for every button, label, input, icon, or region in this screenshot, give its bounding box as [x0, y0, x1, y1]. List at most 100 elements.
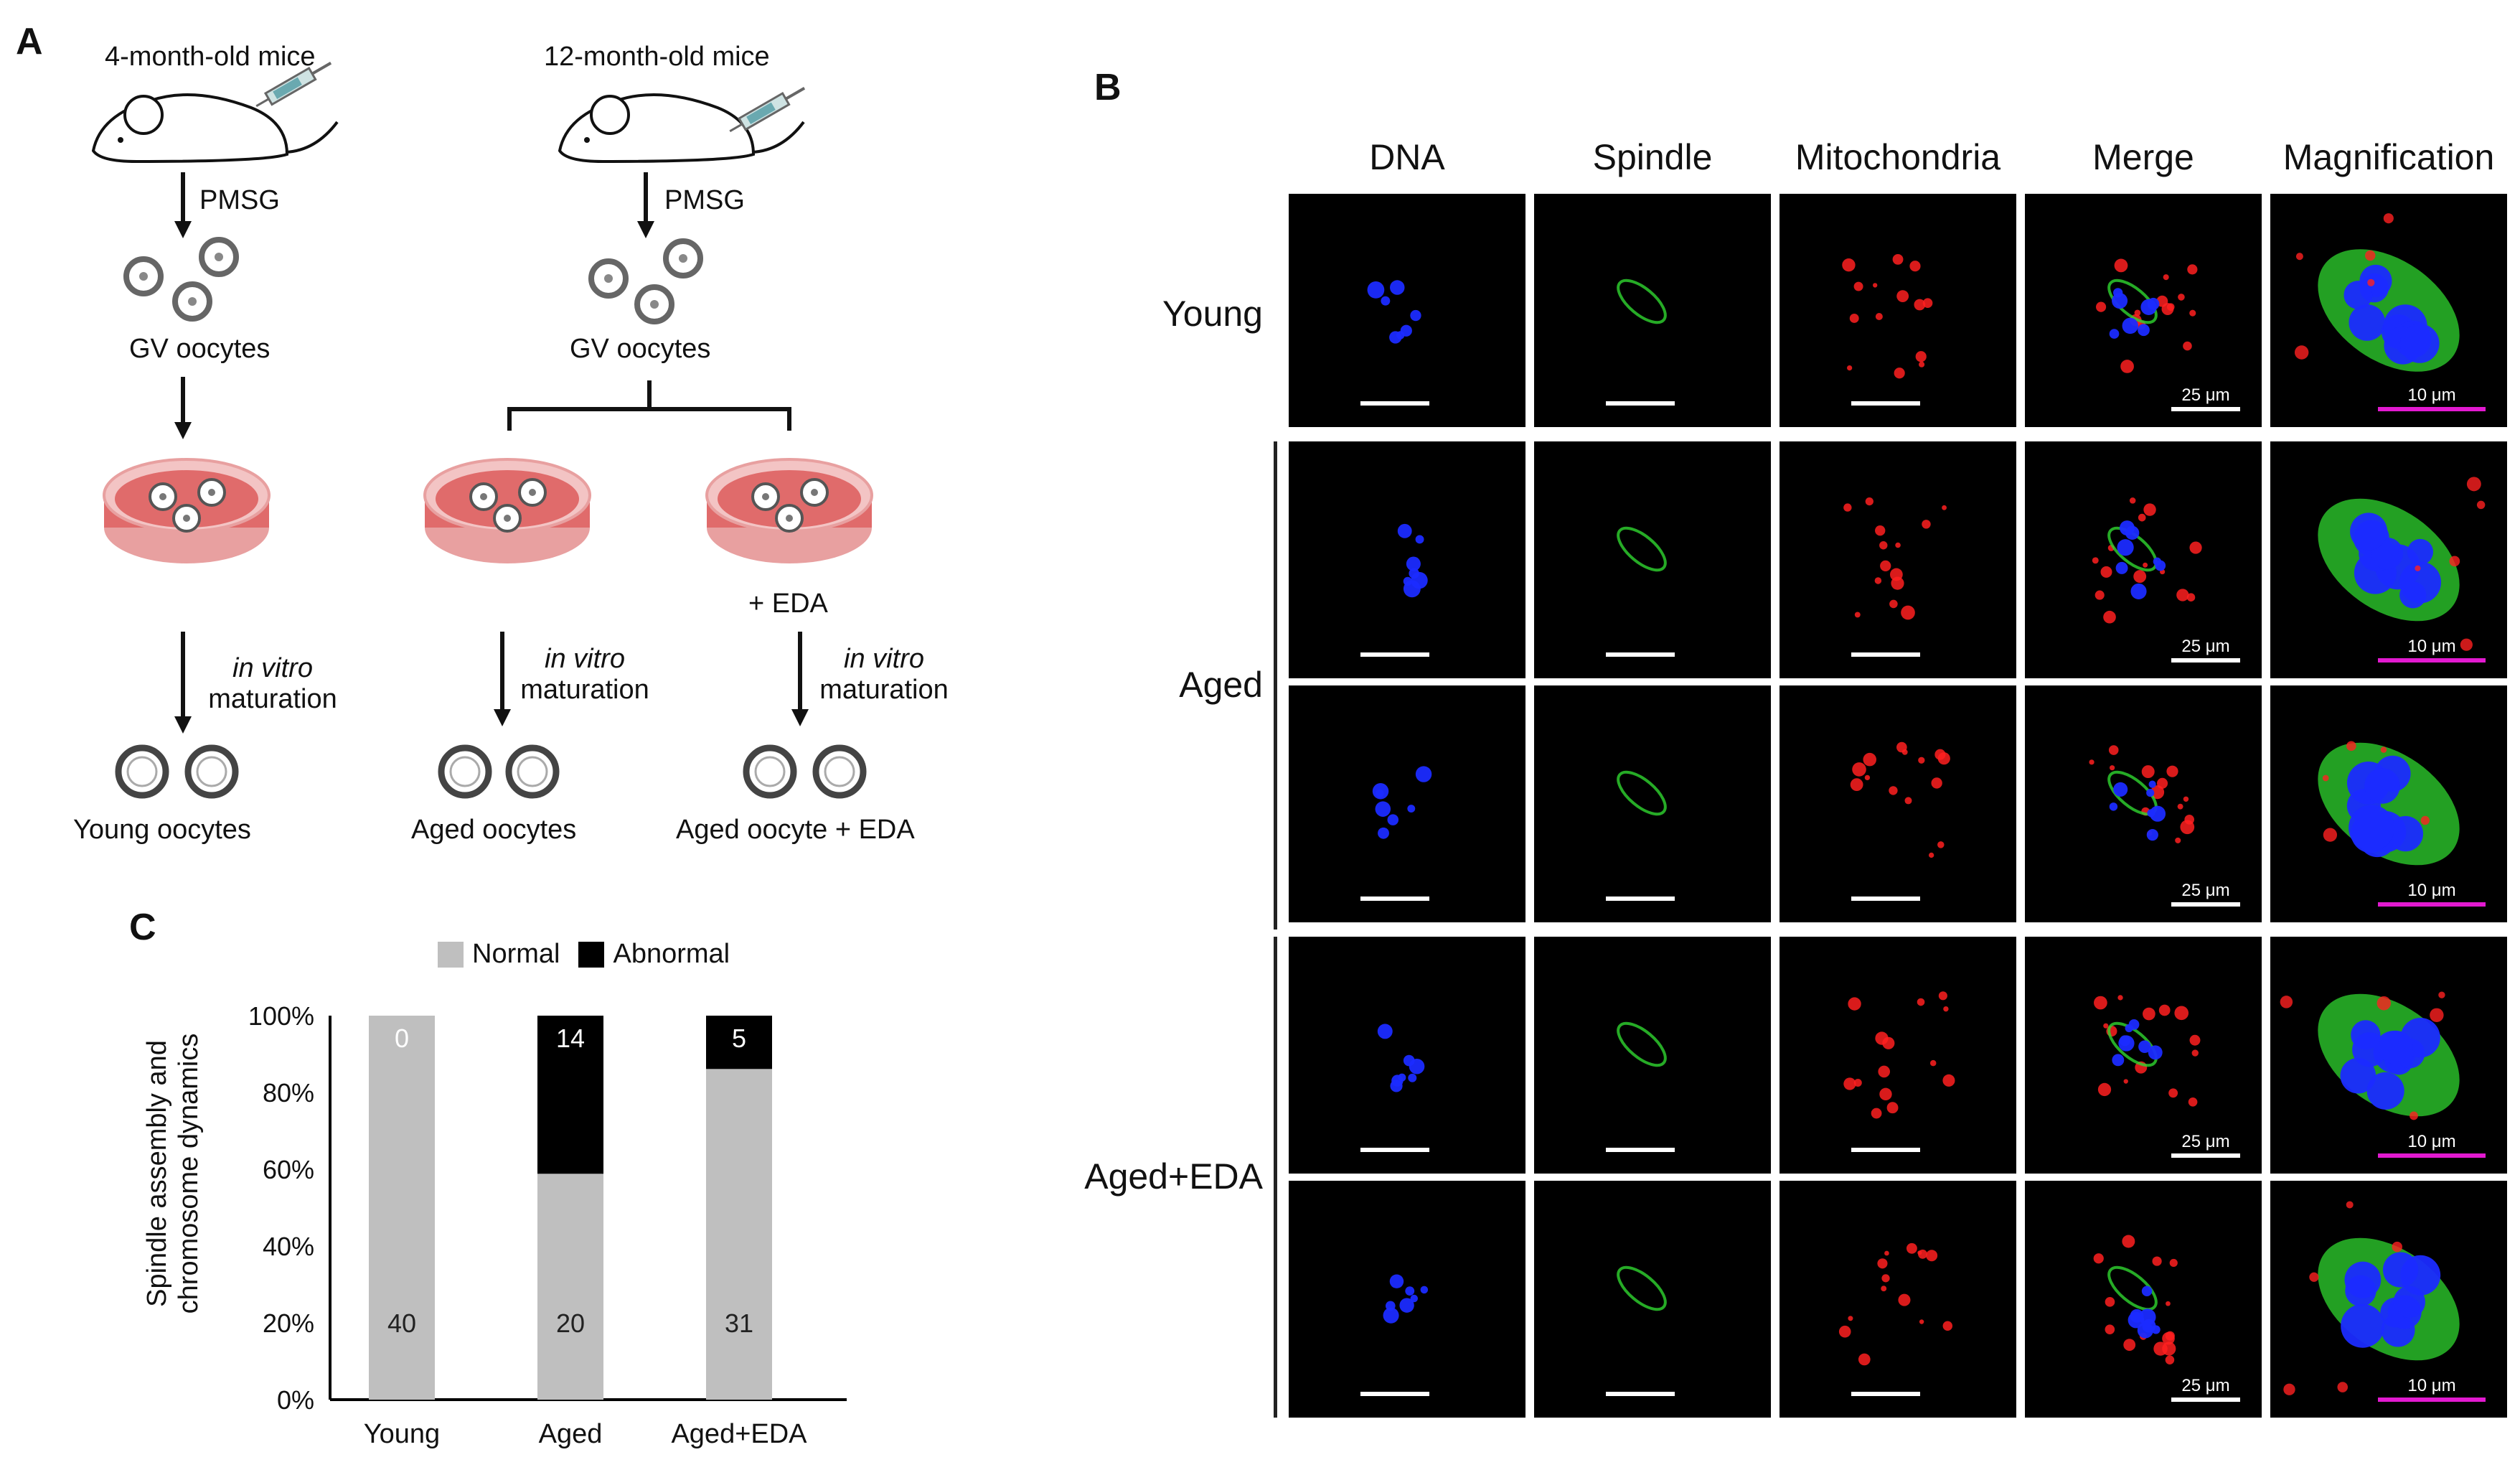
micrograph-mitochondria-row2: [1779, 441, 2016, 678]
scale-bar-line: [2171, 1153, 2240, 1158]
row-label-aged-eda: Aged+EDA: [1084, 1156, 1263, 1197]
micrograph-mitochondria-row5: [1779, 1181, 2016, 1418]
x-tick-label: Young: [364, 1419, 440, 1449]
scale-bar: 25 μm: [2171, 385, 2240, 411]
column-header-spindle: Spindle: [1592, 137, 1713, 177]
mouse-icon: [91, 93, 339, 164]
row-label-young: Young: [1162, 294, 1263, 334]
culture-dish-icon: [103, 458, 271, 563]
micrograph-merge-row4: 25 μm: [2025, 937, 2262, 1174]
bar-abnormal: [537, 1016, 603, 1174]
legend-label-normal: Normal: [472, 939, 560, 969]
micrograph-spindle-row1: [1534, 194, 1771, 427]
micrograph-magnification-row3: 10 μm: [2270, 685, 2507, 922]
syringe-icon: [729, 87, 806, 133]
scale-bar: [1606, 896, 1675, 901]
scale-bar: [1851, 1148, 1920, 1152]
ivm-label: in vitro maturation: [201, 653, 344, 715]
scale-bar: 25 μm: [2171, 637, 2240, 663]
mouse-icon: [558, 93, 805, 164]
result-label: Young oocytes: [73, 815, 251, 845]
panel-b-letter: B: [1094, 67, 1122, 108]
micrograph-spindle-row5: [1534, 1181, 1771, 1418]
culture-dish-icon: [423, 458, 591, 563]
scale-bar-label: 25 μm: [2181, 637, 2230, 656]
micrograph-dna-row5: [1289, 1181, 1525, 1418]
y-tick-label: 40%: [263, 1232, 314, 1261]
legend-label-abnormal: Abnormal: [613, 939, 730, 969]
scale-bar: 10 μm: [2378, 385, 2486, 411]
scale-bar: [1851, 401, 1920, 406]
scale-bar-line: [2378, 902, 2486, 907]
scale-bar: 25 μm: [2171, 1132, 2240, 1158]
legend-swatch-normal: [438, 941, 464, 968]
data-label-abnormal: 14: [556, 1024, 585, 1053]
column-header-mitochondria: Mitochondria: [1795, 137, 2001, 177]
micrograph-merge-row5: 25 μm: [2025, 1181, 2262, 1418]
scale-bar: [1606, 652, 1675, 657]
data-label-normal: 20: [556, 1309, 585, 1338]
micrograph-dna-row1: [1289, 194, 1525, 427]
bar-normal: [369, 1016, 435, 1400]
column-header-magnification: Magnification: [2282, 137, 2495, 177]
scale-bar-line: [2378, 407, 2486, 411]
micrograph-mitochondria-row4: [1779, 937, 2016, 1174]
scale-bar: [1606, 401, 1675, 406]
data-label-abnormal: 0: [395, 1024, 409, 1053]
gv-oocytes-icon: [588, 238, 703, 324]
mature-oocytes-icon: [743, 744, 867, 799]
scale-bar-label: 25 μm: [2181, 385, 2230, 405]
scale-bar: 10 μm: [2378, 1376, 2486, 1402]
scale-bar: [1360, 652, 1429, 657]
ivm-label: in vitro maturation: [812, 644, 956, 706]
scale-bar: 25 μm: [2171, 881, 2240, 907]
scale-bar-label: 10 μm: [2407, 385, 2456, 405]
bar-abnormal: [706, 1016, 772, 1069]
ivm-plain: maturation: [819, 675, 949, 705]
result-label: Aged oocyte + EDA: [676, 815, 915, 845]
scale-bar-label: 25 μm: [2181, 1132, 2230, 1151]
mature-oocytes-icon: [438, 744, 560, 799]
syringe-icon: [255, 62, 332, 108]
data-label-normal: 31: [725, 1309, 753, 1338]
micrograph-magnification-row5: 10 μm: [2270, 1181, 2507, 1418]
row-label-aged: Aged: [1179, 665, 1263, 705]
data-label-abnormal: 5: [732, 1024, 746, 1053]
micrograph-mitochondria-row3: [1779, 685, 2016, 922]
panel-c-letter: C: [129, 907, 156, 948]
mature-oocytes-icon: [115, 744, 239, 799]
ivm-italic: in vitro: [232, 653, 313, 683]
result-label: Aged oocytes: [411, 815, 577, 845]
split-bracket: [507, 407, 791, 431]
ivm-label: in vitro maturation: [513, 644, 657, 706]
group-bracket-aged-eda: [1274, 937, 1277, 1418]
y-axis-label-line1: Spindle assembly and: [142, 1040, 172, 1307]
eda-label: + EDA: [748, 589, 828, 619]
micrograph-dna-row2: [1289, 441, 1525, 678]
group-bracket-aged: [1274, 441, 1277, 930]
scale-bar: [1360, 401, 1429, 406]
ivm-plain: maturation: [208, 684, 337, 714]
column-header-merge: Merge: [2092, 137, 2194, 177]
scale-bar-line: [2171, 658, 2240, 663]
gv-oocytes-icon: [123, 237, 239, 322]
y-tick-label: 60%: [263, 1155, 314, 1184]
y-tick-label: 100%: [248, 1001, 314, 1031]
micrograph-merge-row2: 25 μm: [2025, 441, 2262, 678]
scale-bar: 10 μm: [2378, 637, 2486, 663]
scale-bar-label: 10 μm: [2407, 637, 2456, 656]
right-group-title: 12-month-old mice: [544, 42, 770, 72]
scale-bar: [1360, 896, 1429, 901]
ivm-italic: in vitro: [844, 644, 924, 674]
micrograph-dna-row3: [1289, 685, 1525, 922]
micrograph-merge-row1: 25 μm: [2025, 194, 2262, 427]
pmsg-label: PMSG: [199, 185, 280, 215]
data-label-normal: 40: [387, 1309, 416, 1338]
micrograph-mitochondria-row1: [1779, 194, 2016, 427]
legend-swatch-abnormal: [578, 941, 605, 968]
scale-bar-line: [2171, 902, 2240, 907]
panel-a-letter: A: [16, 21, 43, 62]
y-axis-label: Spindle assembly and chromosome dynamics: [141, 973, 205, 1375]
micrograph-magnification-row2: 10 μm: [2270, 441, 2507, 678]
chart-legend: Normal Abnormal: [438, 939, 730, 970]
